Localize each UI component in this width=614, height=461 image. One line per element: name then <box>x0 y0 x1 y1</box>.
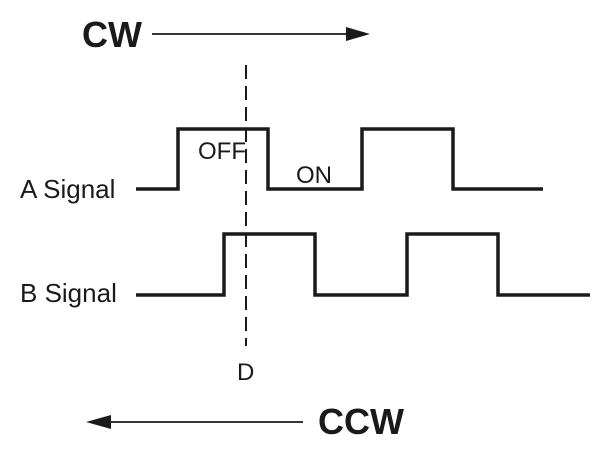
ccw-label: CCW <box>318 401 404 442</box>
on-state-label: ON <box>296 162 332 189</box>
cw-arrow-head <box>346 27 370 41</box>
ccw-arrow-head <box>86 415 111 429</box>
a-signal-waveform <box>136 127 543 191</box>
cw-label: CW <box>82 14 142 55</box>
b-signal-label: B Signal <box>20 278 117 308</box>
d-marker-label: D <box>237 359 254 386</box>
a-signal-label: A Signal <box>20 174 115 204</box>
off-state-label: OFF <box>198 138 246 165</box>
b-signal-waveform <box>136 232 590 297</box>
